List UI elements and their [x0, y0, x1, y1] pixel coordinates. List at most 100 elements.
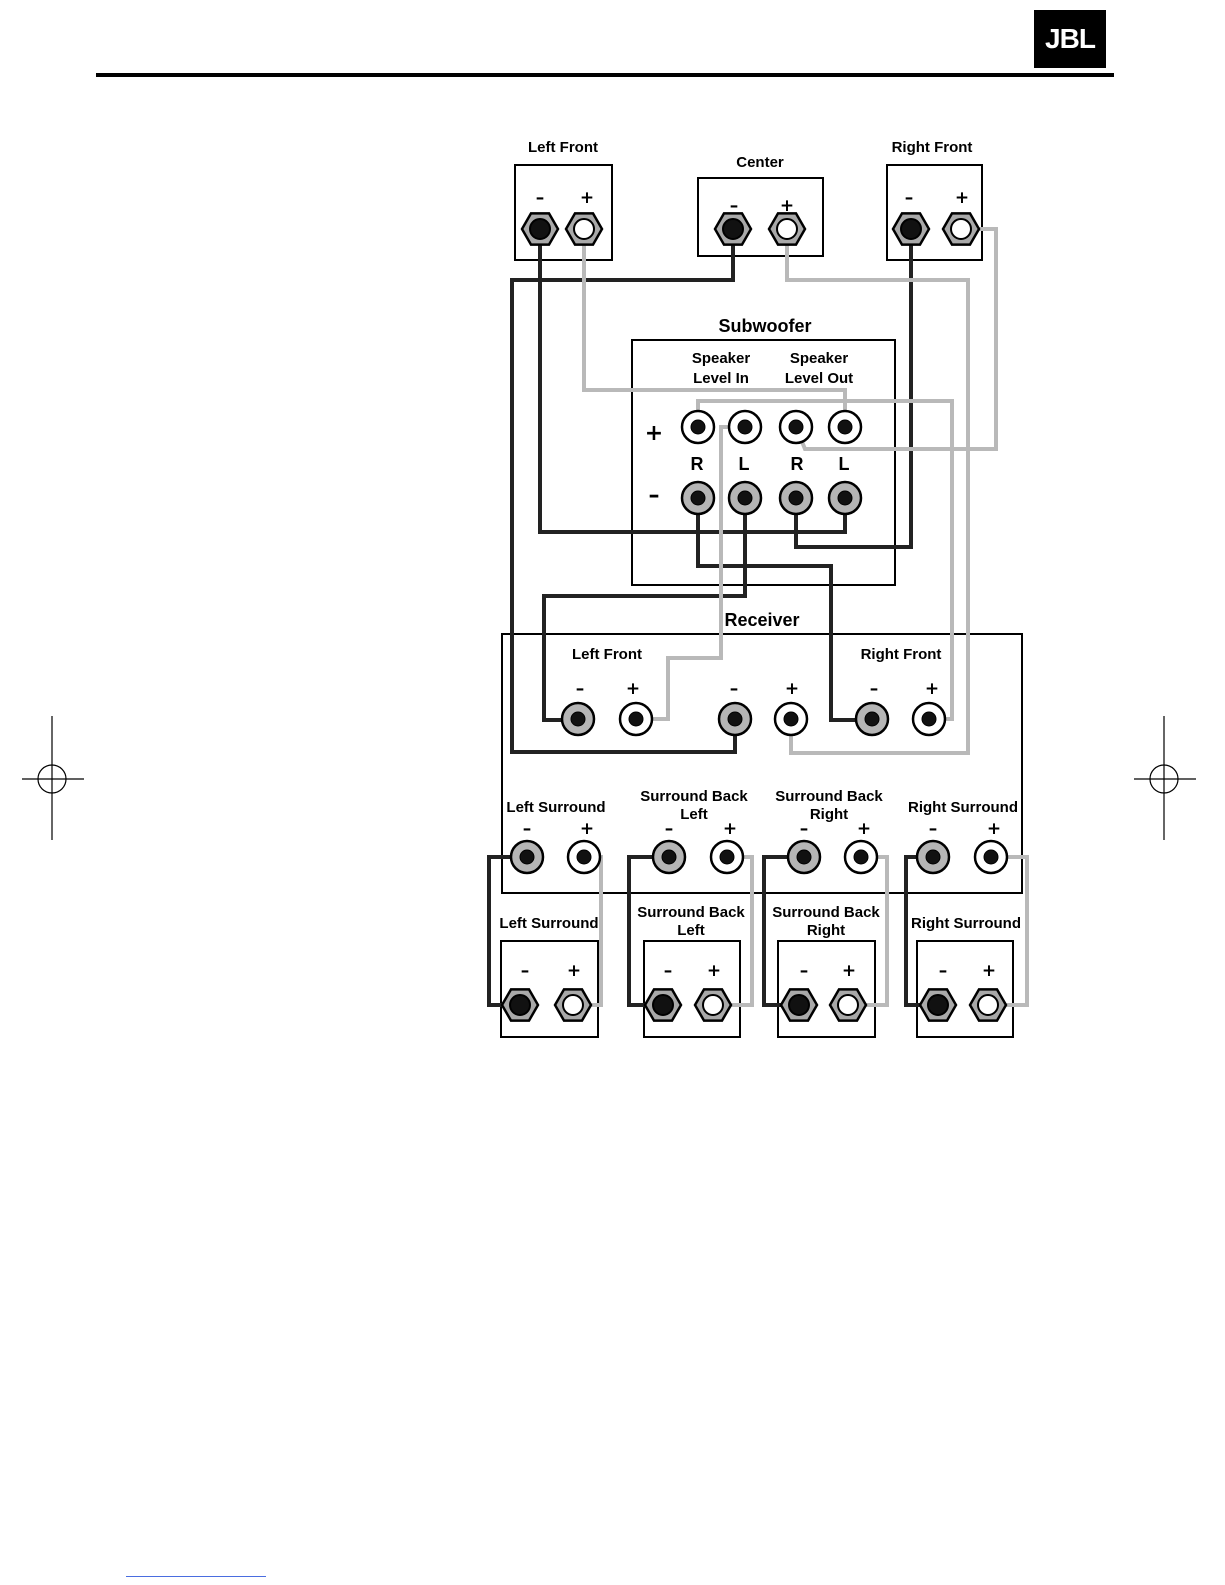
subwoofer-negative-terminal-3: [778, 480, 814, 516]
center-positive-terminal: [767, 212, 807, 246]
left-surround-plus-symbol: +: [567, 961, 581, 981]
label-surround-back-right-speaker-line1: Surround Back: [772, 904, 880, 921]
header-rule: [96, 73, 1114, 77]
label-receiver-surround-back-left-line2: Left: [680, 806, 708, 823]
jbl-logo: JBL: [1034, 10, 1106, 68]
left-front-negative-terminal: [520, 212, 560, 246]
label-left-surround-speaker: Left Surround: [499, 915, 598, 932]
receiver-right-surround-plus-symbol: +: [987, 819, 1001, 839]
label-surround-back-left-speaker-line1: Surround Back: [637, 904, 745, 921]
receiver-left-front-positive-terminal: [618, 701, 654, 737]
label-receiver-left-front: Left Front: [572, 646, 642, 663]
surround-back-right-minus-symbol: –: [800, 961, 809, 981]
receiver-surround-back-right-minus-symbol: –: [800, 819, 809, 839]
receiver-right-surround-positive-terminal: [973, 839, 1009, 875]
receiver-center-negative-terminal: [717, 701, 753, 737]
label-receiver-right-front: Right Front: [861, 646, 942, 663]
negative-wires: [487, 229, 938, 1007]
surround-back-left-minus-symbol: –: [664, 961, 673, 981]
right-front-plus-symbol: +: [955, 188, 969, 208]
label-level-in-line1: Speaker: [692, 350, 751, 367]
jbl-logo-text: JBL: [1045, 23, 1096, 54]
wire-left-front-positive: [582, 229, 847, 427]
terminals: [500, 212, 1009, 1022]
receiver-surround-back-right-plus-symbol: +: [857, 819, 871, 839]
receiver-left-surround-plus-symbol: +: [580, 819, 594, 839]
left-surround-minus-symbol: –: [521, 961, 530, 981]
receiver-surround-back-right-negative-terminal: [786, 839, 822, 875]
crop-mark-right: [1134, 716, 1196, 840]
label-receiver-surround-back-left-line1: Surround Back: [640, 788, 748, 805]
receiver-left-surround-positive-terminal: [566, 839, 602, 875]
label-level-out-line1: Speaker: [790, 350, 849, 367]
wire-receiver-right-front-negative: [696, 498, 872, 722]
right-front-positive-terminal: [941, 212, 981, 246]
label-surround-back-left-speaker-line2: Left: [677, 922, 705, 939]
label-receiver: Receiver: [724, 610, 799, 630]
surround-back-right-negative-terminal: [779, 988, 819, 1022]
wire-center-negative: [510, 229, 737, 754]
receiver-lf-plus-symbol: +: [626, 679, 640, 699]
left-front-speaker-box: [514, 164, 613, 261]
wire-receiver-left-front-negative: [542, 498, 747, 722]
receiver-center-positive-terminal: [773, 701, 809, 737]
receiver-surround-back-left-minus-symbol: –: [665, 819, 674, 839]
subwoofer-negative-terminal-1: [680, 480, 716, 516]
receiver-surround-back-left-negative-terminal: [651, 839, 687, 875]
left-front-plus-symbol: +: [580, 188, 594, 208]
right-front-minus-symbol: –: [905, 188, 914, 208]
crop-mark-left: [22, 716, 84, 840]
subwoofer-minus-row-label: –: [649, 483, 660, 508]
center-plus-symbol: +: [780, 196, 794, 216]
right-surround-plus-symbol: +: [982, 961, 996, 981]
receiver-rf-plus-symbol: +: [925, 679, 939, 699]
polarity-symbols: –+–+–+–+–+–+–+–+–+–+–+–+–+–+: [521, 188, 1001, 981]
center-minus-symbol: –: [730, 196, 739, 216]
subwoofer-channel-l-out: L: [839, 454, 850, 474]
receiver-right-surround-minus-symbol: –: [929, 819, 938, 839]
subwoofer-positive-terminal-4: [827, 409, 863, 445]
left-surround-positive-terminal: [553, 988, 593, 1022]
label-level-in-line2: Level In: [693, 370, 749, 387]
receiver-lf-minus-symbol: –: [576, 679, 585, 699]
wire-receiver-left-front-positive: [636, 425, 745, 721]
label-receiver-left-surround: Left Surround: [506, 799, 605, 816]
surround-back-left-negative-terminal: [643, 988, 683, 1022]
receiver-left-surround-minus-symbol: –: [523, 819, 532, 839]
footer-rule: [126, 1576, 266, 1577]
label-receiver-right-surround: Right Surround: [908, 799, 1018, 816]
label-right-front-speaker: Right Front: [892, 139, 973, 156]
receiver-right-front-negative-terminal: [854, 701, 890, 737]
label-surround-back-right-speaker-line2: Right: [807, 922, 845, 939]
label-center-speaker: Center: [736, 154, 784, 171]
receiver-left-surround-negative-terminal: [509, 839, 545, 875]
surround-back-right-positive-terminal: [828, 988, 868, 1022]
surround-back-left-plus-symbol: +: [707, 961, 721, 981]
wire-center-positive: [785, 229, 970, 755]
left-front-positive-terminal: [564, 212, 604, 246]
label-left-front-speaker: Left Front: [528, 139, 598, 156]
subwoofer-positive-terminal-1: [680, 409, 716, 445]
wire-right-front-negative: [794, 229, 913, 549]
subwoofer-box: [631, 339, 896, 586]
center-negative-terminal: [713, 212, 753, 246]
label-receiver-surround-back-right-line2: Right: [810, 806, 848, 823]
label-subwoofer: Subwoofer: [719, 316, 812, 336]
receiver-c-plus-symbol: +: [785, 679, 799, 699]
subwoofer-negative-terminal-4: [827, 480, 863, 516]
center-speaker-box: [697, 177, 824, 257]
wire-right-surround-positive: [988, 855, 1029, 1007]
surround-back-left-positive-terminal: [693, 988, 733, 1022]
subwoofer-positive-terminal-3: [778, 409, 814, 445]
receiver-right-surround-negative-terminal: [915, 839, 951, 875]
subwoofer-channel-r-out: R: [791, 454, 804, 474]
label-right-surround-speaker: Right Surround: [911, 915, 1021, 932]
receiver-right-front-positive-terminal: [911, 701, 947, 737]
label-level-out-line2: Level Out: [785, 370, 853, 387]
subwoofer-plus-row-label: +: [645, 421, 663, 446]
subwoofer-channel-l-in: L: [739, 454, 750, 474]
right-front-negative-terminal: [891, 212, 931, 246]
receiver-c-minus-symbol: –: [730, 679, 739, 699]
